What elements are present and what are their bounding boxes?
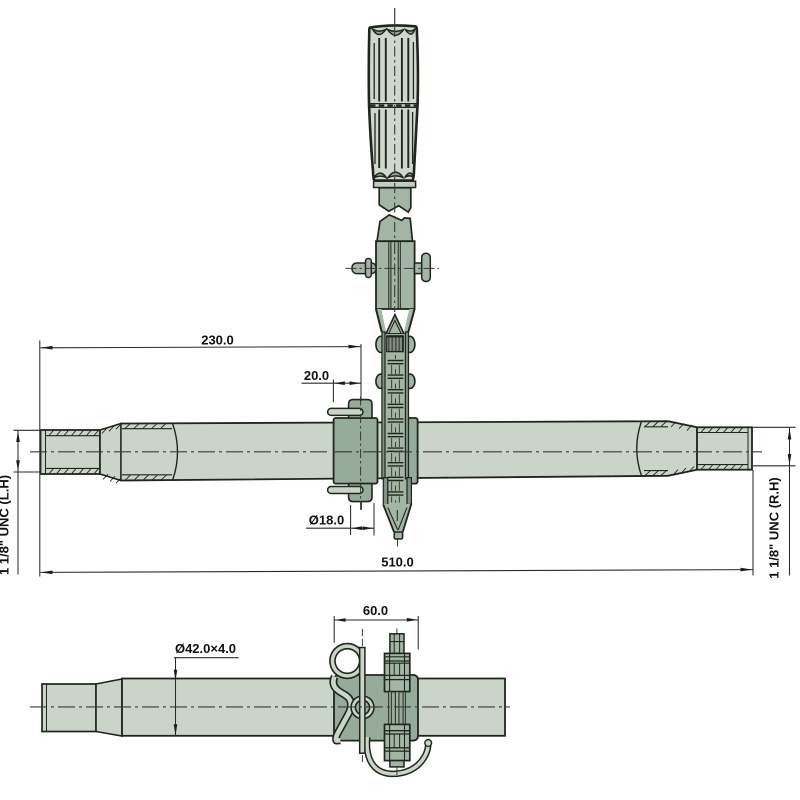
svg-text:20.0: 20.0 bbox=[304, 368, 329, 383]
svg-text:230.0: 230.0 bbox=[201, 332, 234, 347]
svg-text:60.0: 60.0 bbox=[363, 603, 388, 618]
svg-text:1 1/8" UNC (R.H): 1 1/8" UNC (R.H) bbox=[767, 477, 782, 579]
svg-text:Ø42.0×4.0: Ø42.0×4.0 bbox=[175, 641, 236, 656]
svg-text:510.0: 510.0 bbox=[381, 554, 414, 569]
svg-text:Ø18.0: Ø18.0 bbox=[309, 513, 344, 528]
svg-text:1 1/8" UNC (L.H): 1 1/8" UNC (L.H) bbox=[0, 475, 12, 575]
